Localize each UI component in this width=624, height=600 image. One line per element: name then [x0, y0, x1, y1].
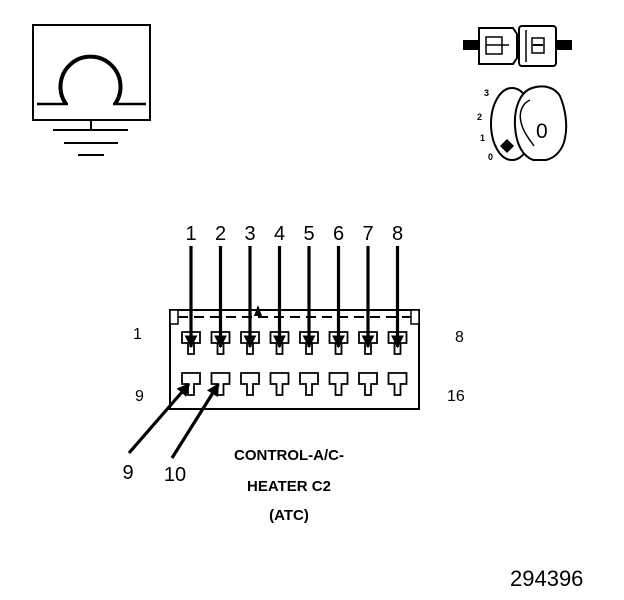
pin-cavity-12 [269, 372, 290, 396]
ignition-key-icon: 3 2 1 0 0 [477, 85, 568, 162]
callout-arrow-pin-9 [127, 382, 191, 455]
row-label-bottom-right: 16 [447, 388, 465, 405]
callout-label-pin-2: 2 [215, 223, 226, 245]
callout-label-pin-7: 7 [362, 223, 373, 245]
pin-cavity-15 [358, 372, 378, 396]
callout-label-pin-1: 1 [185, 223, 196, 245]
callout-label-pin-4: 4 [274, 223, 285, 245]
row-label-bottom-left: 9 [135, 388, 144, 405]
connector-title-line-3: (ATC) [269, 507, 309, 524]
connector-title-line-1: CONTROL-A/C- [234, 447, 344, 464]
pin-cavity-11 [240, 372, 260, 396]
callout-label-pin-3: 3 [244, 223, 255, 245]
ignition-position-0: 0 [488, 152, 493, 162]
connector-title-line-2: HEATER C2 [247, 478, 331, 495]
pin-cavity-13 [299, 372, 319, 396]
callout-label-pin-6: 6 [333, 223, 344, 245]
pin-cavity-16 [387, 372, 408, 396]
callout-label-pin-10: 10 [164, 464, 186, 486]
row-label-top-left: 1 [133, 326, 142, 343]
connector-body [169, 305, 420, 410]
callout-label-pin-9: 9 [122, 462, 133, 484]
ignition-key-label: 0 [536, 120, 548, 143]
row-label-top-right: 8 [455, 329, 464, 346]
bottom-pin-callouts: 9 10 [122, 382, 220, 486]
ground-symbol-icon [32, 24, 151, 156]
connector-view-icon [463, 25, 572, 67]
bottom-pin-row [181, 372, 408, 396]
callout-label-pin-8: 8 [392, 223, 403, 245]
ignition-position-1: 1 [480, 133, 485, 143]
callout-arrow-pin-10 [170, 382, 220, 459]
ignition-position-3: 3 [484, 88, 489, 98]
callout-label-pin-5: 5 [303, 223, 314, 245]
ignition-position-2: 2 [477, 112, 482, 122]
figure-number: 294396 [510, 566, 583, 591]
pin-cavity-14 [328, 372, 349, 396]
